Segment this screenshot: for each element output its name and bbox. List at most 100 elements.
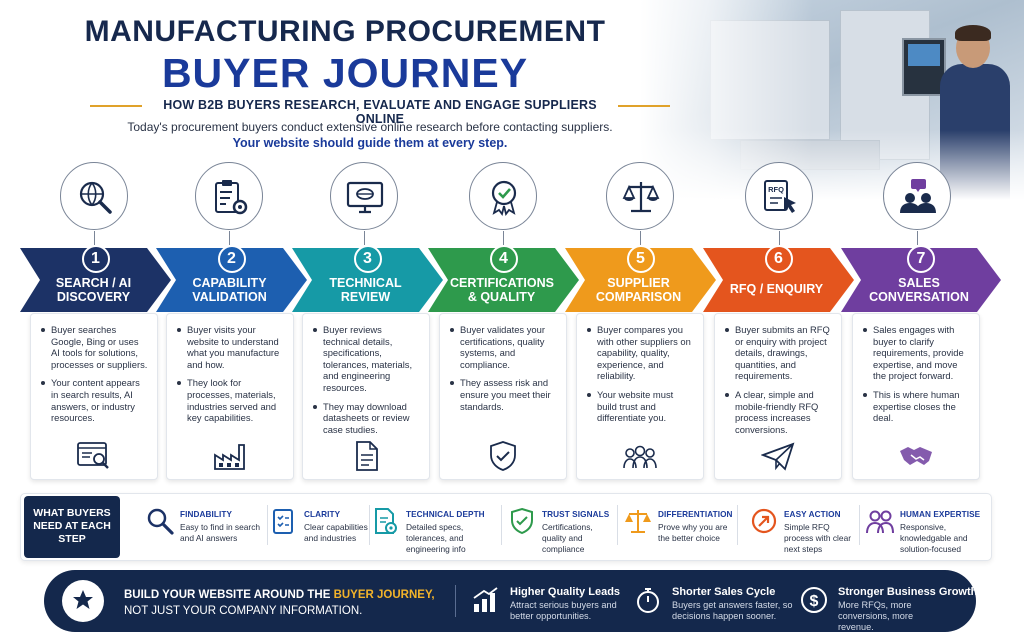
title-line-1: MANUFACTURING PROCUREMENT <box>84 15 606 48</box>
stage-7-card: Sales engages with buyer to clarify requ… <box>852 313 980 480</box>
list-item: This is where human expertise closes the… <box>863 389 971 424</box>
need-title: DIFFERENTIATION <box>658 510 733 519</box>
list-item: They assess risk and ensure you meet the… <box>450 377 558 412</box>
clipboard-gear-icon <box>195 162 263 230</box>
benefit-desc: More RFQs, more conversions, more revenu… <box>838 600 914 632</box>
list-item: Buyer compares you with other suppliers … <box>587 324 695 382</box>
title-line-2: BUYER JOURNEY <box>161 50 529 96</box>
list-item: Buyer validates your certifications, qua… <box>450 324 558 370</box>
people-icon <box>866 510 894 534</box>
magnifier-icon <box>147 508 174 535</box>
stage-4-card: Buyer validates your certifications, qua… <box>439 313 567 480</box>
list-item: Buyer submits an RFQ or enquiry with pro… <box>725 324 833 382</box>
stage-6-label: RFQ / ENQUIRY <box>729 282 824 296</box>
need-findability: FINDABILITY Easy to find in search and A… <box>146 503 268 553</box>
connector <box>94 231 95 245</box>
rfq-cursor-icon: RFQ <box>745 162 813 230</box>
cta-banner <box>44 570 976 632</box>
list-item: Buyer searches Google, Bing or uses AI t… <box>41 324 149 370</box>
need-desc: Clear capabilities and industries <box>304 522 368 543</box>
scales-icon <box>625 510 651 533</box>
benefit-desc: Attract serious buyers and better opport… <box>510 600 617 621</box>
buyer-needs-panel <box>20 493 992 561</box>
stage-6-card: Buyer submits an RFQ or enquiry with pro… <box>714 313 842 480</box>
arrow-circle-icon <box>751 508 777 534</box>
connector <box>917 231 918 245</box>
stopwatch-icon <box>637 588 659 613</box>
list-item: Your website must build trust and differ… <box>587 389 695 424</box>
shield-icon <box>511 507 533 535</box>
connector <box>364 231 365 245</box>
handshake-icon <box>900 447 932 465</box>
scales-icon <box>606 162 674 230</box>
banner-highlight: BUYER JOURNEY, <box>333 589 435 601</box>
connector <box>640 231 641 245</box>
factory-photo <box>640 0 1024 200</box>
checklist-icon <box>273 509 293 534</box>
list-item: Buyer reviews technical details, specifi… <box>313 324 421 394</box>
stage-2-card: Buyer visits your website to understand … <box>166 313 294 480</box>
paper-plane-icon <box>761 442 795 471</box>
globe-search-icon <box>60 162 128 230</box>
subtitle-text: HOW B2B BUYERS RESEARCH, EVALUATE AND EN… <box>163 98 597 126</box>
banner-subline: NOT JUST YOUR COMPANY INFORMATION. <box>124 605 363 617</box>
stage-6-number: 6 <box>764 245 793 273</box>
banner-divider <box>455 585 456 617</box>
people-chat-icon <box>883 162 951 230</box>
benefit-title: Higher Quality Leads <box>510 586 621 598</box>
stage-7-number: 7 <box>907 245 935 273</box>
need-easy-action: EASY ACTION Simple RFQ process with clea… <box>750 503 860 554</box>
need-human-expertise: HUMAN EXPERTISE Responsive, knowledgable… <box>866 503 986 554</box>
need-title: FINDABILITY <box>180 510 233 519</box>
list-item: Buyer visits your website to understand … <box>177 324 285 370</box>
need-technical-depth: TECHNICAL DEPTH Detailed specs, toleranc… <box>372 503 502 554</box>
stage-1-card: Buyer searches Google, Bing or uses AI t… <box>30 313 158 480</box>
benefit-title: Stronger Business Growth <box>838 586 978 598</box>
need-title: TECHNICAL DEPTH <box>406 510 485 519</box>
people-group-icon <box>623 445 657 469</box>
need-desc: Detailed specs, tolerances, and engineer… <box>406 522 466 554</box>
banner-headline: BUILD YOUR WEBSITE AROUND THE BUYER JOUR… <box>124 589 435 601</box>
shield-check-icon <box>490 441 516 471</box>
stage-5-card: Buyer compares you with other suppliers … <box>576 313 704 480</box>
need-differentiation: DIFFERENTIATION Prove why you are the be… <box>624 503 738 553</box>
stage-6-arrow: 6 RFQ / ENQUIRY <box>703 245 854 312</box>
need-desc: Simple RFQ process with clear next steps <box>784 522 852 554</box>
list-item: They look for processes, materials, indu… <box>177 377 285 423</box>
need-trust-signals: TRUST SIGNALS Certifications, quality an… <box>508 503 618 554</box>
need-clarity: CLARITY Clear capabilities and industrie… <box>270 503 370 553</box>
document-icon <box>356 441 378 471</box>
need-desc: Certifications, quality and compliance <box>542 522 593 554</box>
buyer-needs-tag: WHAT BUYERS NEED AT EACH STEP <box>24 496 120 558</box>
doc-gear-icon <box>375 508 397 534</box>
need-title: HUMAN EXPERTISE <box>900 510 981 519</box>
stage-4-label: CERTIFICATIONS& QUALITY <box>450 276 554 304</box>
stage-3-card: Buyer reviews technical details, specifi… <box>302 313 430 480</box>
browser-search-icon <box>77 442 109 469</box>
stage-2-number: 2 <box>217 245 246 273</box>
star-icon <box>62 580 104 622</box>
need-title: CLARITY <box>304 510 341 519</box>
connector <box>229 231 230 245</box>
need-title: TRUST SIGNALS <box>542 510 610 519</box>
list-item: They may download datasheets or review c… <box>313 401 421 436</box>
connector <box>503 231 504 245</box>
stage-4-number: 4 <box>489 245 518 273</box>
rfq-icon-text: RFQ <box>768 185 784 194</box>
need-desc: Easy to find in search and AI answers <box>180 522 261 543</box>
need-desc: Responsive, knowledgable and solution-fo… <box>900 522 968 554</box>
stage-3-number: 3 <box>353 245 382 273</box>
dollar-icon: $ <box>801 587 827 613</box>
monitor-part-icon <box>330 162 398 230</box>
stage-1-number: 1 <box>81 245 110 273</box>
list-item: A clear, simple and mobile-friendly RFQ … <box>725 389 833 435</box>
